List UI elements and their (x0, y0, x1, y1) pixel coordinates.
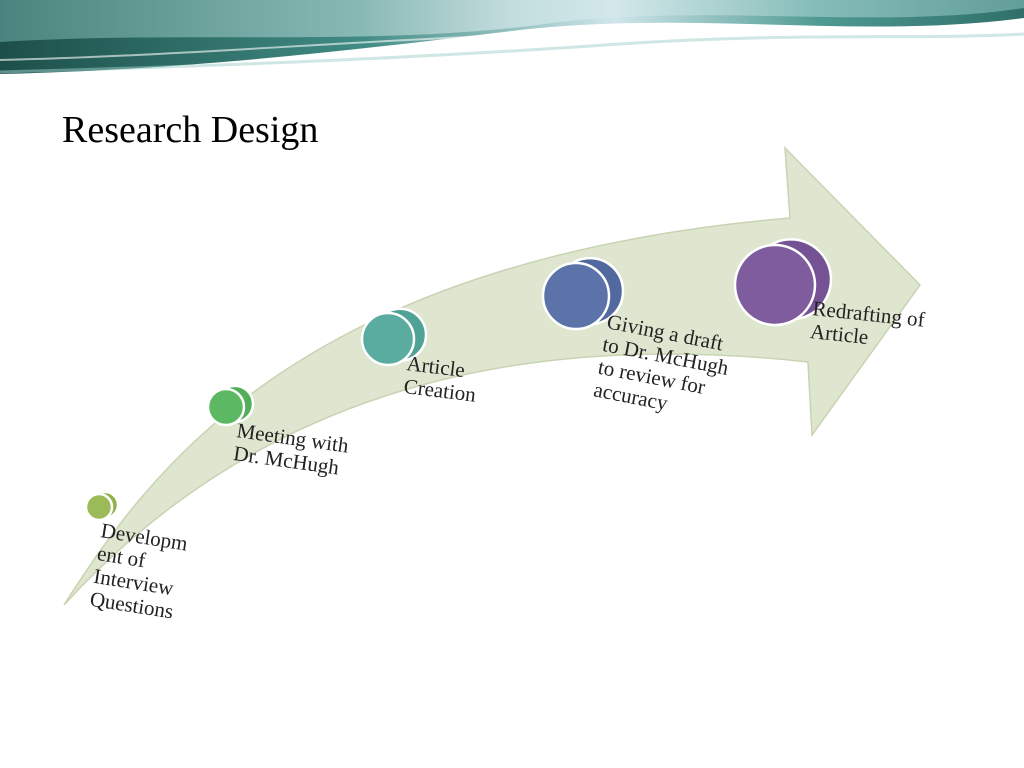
step-5-marker (735, 245, 815, 325)
step-3-marker (362, 313, 414, 365)
step-2-label: Meeting withDr. McHugh (232, 418, 351, 480)
step-3-label-line: Creation (403, 374, 478, 407)
step-4-marker (543, 263, 609, 329)
curved-arrow (64, 148, 920, 605)
step-1-marker (86, 494, 112, 520)
step-1-label: Development ofInterviewQuestions (88, 518, 189, 624)
